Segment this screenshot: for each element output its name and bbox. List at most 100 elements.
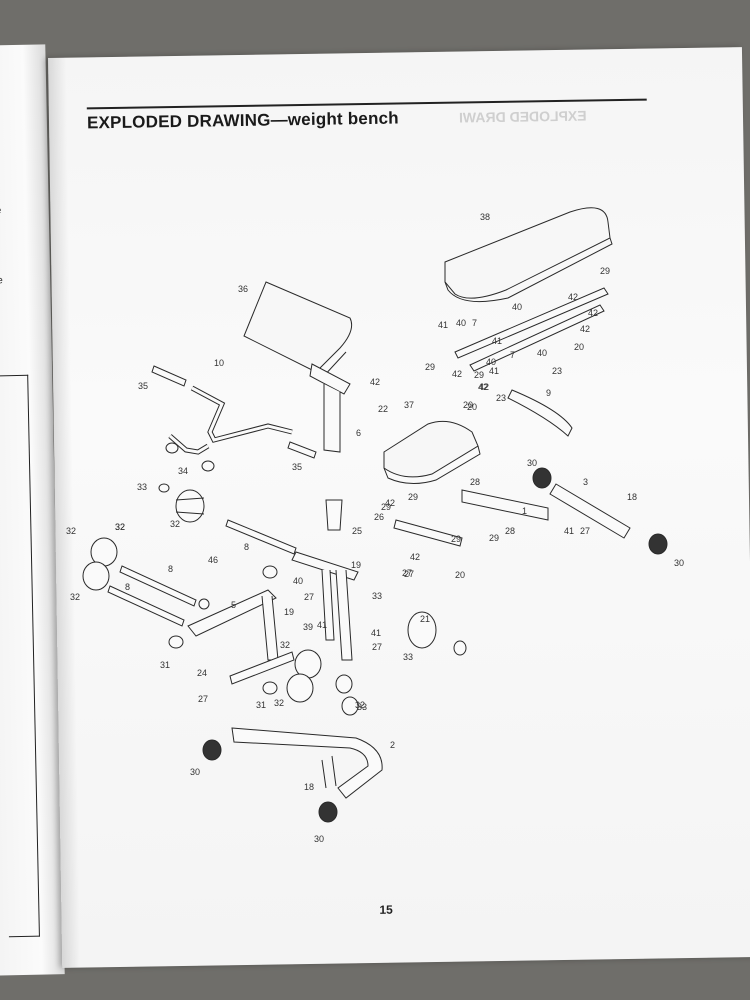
part-callout-3: 3 — [583, 477, 588, 487]
part-callout-24: 24 — [197, 668, 207, 678]
part-callout-22: 22 — [378, 404, 388, 414]
part-callout-27: 27 — [304, 592, 314, 602]
end-cap-part — [202, 467, 668, 823]
part-callout-42: 42 — [478, 382, 488, 392]
part-callout-7: 7 — [510, 350, 515, 360]
part-callout-23: 23 — [496, 393, 506, 403]
part-callout-41: 41 — [492, 336, 502, 346]
part-callout-32: 32 — [70, 592, 80, 602]
front-base-part — [231, 727, 383, 799]
part-callout-6: 6 — [356, 428, 361, 438]
part-callout-32: 32 — [170, 519, 180, 529]
part-callout-19: 19 — [351, 560, 361, 570]
part-callout-27: 27 — [404, 569, 414, 579]
part-callout-2: 2 — [390, 740, 395, 750]
part-callout-30: 30 — [527, 458, 537, 468]
part-callout-46: 46 — [208, 555, 218, 565]
part-callout-29: 29 — [489, 533, 499, 543]
part-callout-7: 7 — [472, 318, 477, 328]
part-callout-28: 28 — [470, 477, 480, 487]
part-callout-26: 26 — [374, 512, 384, 522]
part-callout-40: 40 — [293, 576, 303, 586]
part-callout-8: 8 — [125, 582, 130, 592]
part-callout-27: 27 — [372, 642, 382, 652]
back-pad-part — [444, 207, 613, 303]
part-callout-39: 39 — [303, 622, 313, 632]
part-callout-42: 42 — [479, 382, 489, 392]
part-callout-40: 40 — [512, 302, 522, 312]
part-callout-5: 5 — [231, 600, 236, 610]
part-callout-33: 33 — [137, 482, 147, 492]
part-callout-41: 41 — [564, 526, 574, 536]
part-callout-36: 36 — [238, 284, 248, 294]
part-callout-42: 42 — [385, 498, 395, 508]
part-callout-42: 42 — [588, 308, 598, 318]
part-callout-21: 21 — [420, 614, 430, 624]
preacher-pad-part — [243, 281, 353, 453]
part-callout-33: 33 — [372, 591, 382, 601]
part-callout-29: 29 — [474, 370, 484, 380]
part-callout-32: 32 — [66, 526, 76, 536]
part-callout-41: 41 — [317, 620, 327, 630]
part-callout-19: 19 — [284, 607, 294, 617]
part-callout-33: 33 — [357, 702, 367, 712]
main-frame-part — [393, 483, 631, 547]
part-callout-29: 29 — [408, 492, 418, 502]
part-callout-18: 18 — [304, 782, 314, 792]
part-callout-33: 33 — [403, 652, 413, 662]
part-callout-23: 23 — [552, 366, 562, 376]
upright-part — [291, 551, 359, 661]
part-callout-20: 20 — [463, 400, 473, 410]
part-callout-41: 41 — [438, 320, 448, 330]
part-callout-40: 40 — [486, 357, 496, 367]
part-callout-41: 41 — [371, 628, 381, 638]
part-callout-42: 42 — [568, 292, 578, 302]
part-callout-32: 32 — [115, 522, 125, 532]
part-callout-40: 40 — [456, 318, 466, 328]
part-callout-27: 27 — [402, 568, 412, 578]
part-callout-29: 29 — [600, 266, 610, 276]
seat-pad-part — [383, 420, 481, 484]
part-callout-34: 34 — [178, 466, 188, 476]
hardware-part — [158, 442, 467, 789]
part-callout-37: 37 — [404, 400, 414, 410]
part-callout-8: 8 — [244, 542, 249, 552]
part-callout-10: 10 — [214, 358, 224, 368]
part-callout-30: 30 — [190, 767, 200, 777]
part-callout-32: 32 — [355, 700, 365, 710]
part-callout-31: 31 — [160, 660, 170, 670]
part-callout-20: 20 — [467, 402, 477, 412]
part-callout-1: 1 — [522, 506, 527, 516]
part-callout-30: 30 — [674, 558, 684, 568]
part-callout-42: 42 — [452, 369, 462, 379]
part-callout-32: 32 — [274, 698, 284, 708]
drawing-parts — [82, 207, 668, 823]
part-callout-42: 42 — [410, 552, 420, 562]
roller-bar-part — [107, 519, 297, 627]
part-callout-25: 25 — [352, 526, 362, 536]
part-callout-20: 20 — [574, 342, 584, 352]
part-callout-42: 42 — [580, 324, 590, 334]
part-callout-31: 31 — [256, 700, 266, 710]
part-callout-29: 29 — [425, 362, 435, 372]
part-callout-20: 20 — [455, 570, 465, 580]
part-callout-42: 42 — [370, 377, 380, 387]
part-callout-8: 8 — [168, 564, 173, 574]
part-callout-32: 32 — [280, 640, 290, 650]
part-callout-27: 27 — [580, 526, 590, 536]
part-callout-29: 29 — [381, 502, 391, 512]
part-callout-35: 35 — [138, 381, 148, 391]
part-callout-18: 18 — [627, 492, 637, 502]
preacher-bar-part — [151, 365, 317, 459]
part-callout-9: 9 — [546, 388, 551, 398]
part-callout-35: 35 — [292, 462, 302, 472]
part-callout-40: 40 — [537, 348, 547, 358]
part-callout-29: 29 — [451, 534, 461, 544]
part-callout-30: 30 — [314, 834, 324, 844]
part-callout-38: 38 — [480, 212, 490, 222]
part-callout-28: 28 — [505, 526, 515, 536]
part-callout-41: 41 — [489, 366, 499, 376]
